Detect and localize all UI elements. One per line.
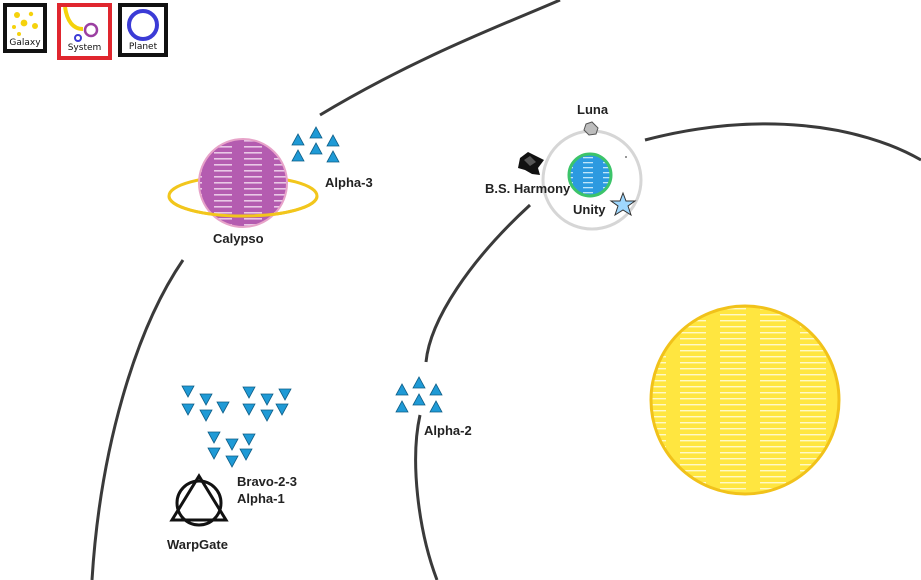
unity-label: Unity [573,202,606,217]
sun-icon [649,304,841,496]
system-icon [63,7,99,42]
galaxy-mode-label: Galaxy [9,38,41,48]
calypso-icon [198,138,288,228]
harmony-station-icon [518,152,544,175]
fleet-alpha2-label: Alpha-2 [424,423,472,438]
fleet-alpha1-label: Alpha-1 [237,491,285,506]
warpgate-label: WarpGate [167,537,228,552]
galaxy-mode-button[interactable]: Galaxy [3,3,47,53]
system-mode-label: System [67,43,102,53]
system-mode-button[interactable]: System [57,3,112,60]
planet-mode-label: Planet [128,42,158,52]
outer-orbit [319,0,561,117]
planet-mode-button[interactable]: Planet [118,3,168,57]
middle-orbit-lower [424,203,532,363]
unity-icon [567,152,613,198]
warpgate-icon [169,473,229,527]
fleet-alpha2-icons [395,376,443,413]
fleet-alpha3-icons [291,126,340,163]
fleet-bravo-icons [181,385,292,468]
outer-orbit-lower [90,259,185,580]
middle-orbit [644,122,921,162]
luna-icon [583,121,599,136]
fleet-alpha3-label: Alpha-3 [325,175,373,190]
luna-label: Luna [577,102,609,117]
middle-orbit-bottom [414,414,439,580]
harmony-label: B.S. Harmony [485,181,571,196]
planet-icon [127,9,159,41]
calypso-ring-front [167,195,319,218]
fleet-bravo-label: Bravo-2-3 [237,474,297,489]
calypso-label: Calypso [213,231,264,246]
galaxy-icon [12,11,38,36]
star-marker-icon [609,191,637,217]
